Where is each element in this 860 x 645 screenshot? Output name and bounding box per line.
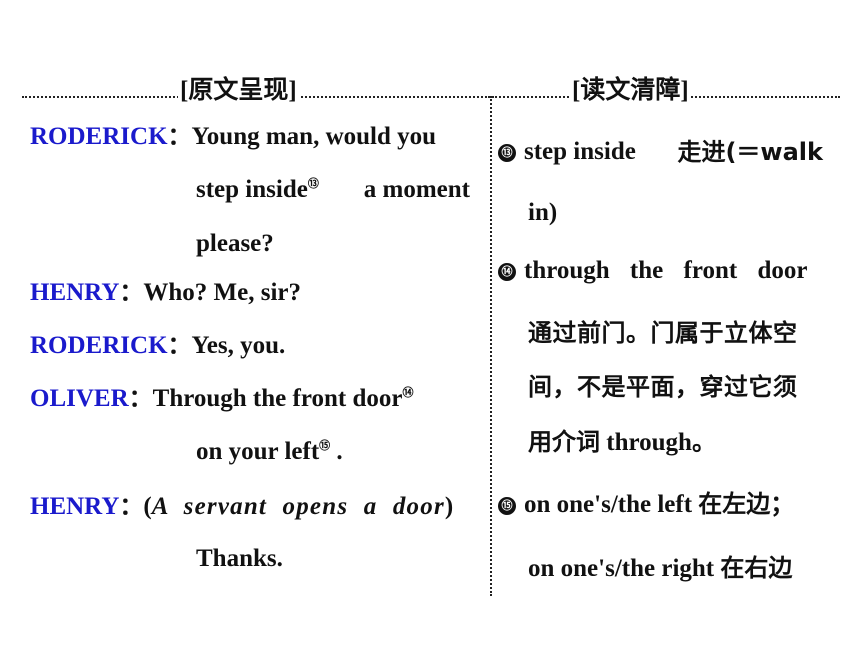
speaker-colon: ： (128, 384, 153, 412)
note-text: through (606, 429, 692, 456)
note-14-continuation: 用介词 through。 (528, 427, 716, 458)
stage-paren: ( (143, 493, 152, 520)
dialogue-line: OLIVER：Through the front door⑭ (30, 383, 413, 414)
note-text: 在左边； (698, 490, 795, 518)
note-ref-13: ⑬ (307, 178, 319, 190)
note-text: 用介词 (528, 428, 600, 456)
dialogue-text: on your left (196, 438, 320, 465)
speaker-name: OLIVER (30, 385, 129, 412)
note-ref-14: ⑭ (402, 387, 414, 399)
dialogue-text: . (330, 438, 343, 465)
speaker-colon: ： (119, 492, 144, 520)
speaker-name: HENRY (30, 493, 120, 520)
header-original: [原文呈现] (178, 76, 299, 106)
speaker-colon: ： (119, 278, 144, 306)
speaker-colon: ： (167, 122, 192, 150)
dialogue-line: RODERICK：Young man, would you (30, 121, 436, 152)
speaker-name: RODERICK (30, 332, 168, 359)
note-ref-15: ⑮ (319, 440, 331, 452)
dialogue-text: step inside (196, 176, 308, 203)
column-divider (490, 96, 492, 596)
note-13-continuation: in) (528, 199, 558, 226)
header-notes: [读文清障] (570, 76, 691, 106)
dialogue-text: Yes, you. (191, 332, 286, 359)
dialogue-text: Young man, would you (191, 123, 437, 150)
dialogue-continuation: Thanks. (196, 545, 283, 572)
dialogue-text: Who? Me, sir? (143, 279, 302, 306)
dialogue-continuation: please? (196, 230, 274, 257)
dialogue-line: HENRY：(A servant opens a door) (30, 491, 470, 522)
dialogue-text: a moment (363, 176, 470, 203)
stage-direction: A servant opens a door (151, 493, 445, 520)
note-text: 在右边 (720, 554, 793, 582)
note-number-icon: ⑮ (498, 497, 516, 515)
note-14-continuation: 间，不是平面，穿过它须 (528, 373, 798, 401)
note-14: ⑭ through the front door (498, 256, 823, 286)
note-text: through the front door (524, 257, 808, 284)
dialogue-line: HENRY：Who? Me, sir? (30, 277, 301, 308)
dialogue-continuation: step inside⑬ a moment (196, 175, 470, 205)
note-15-continuation: on one's/the right 在右边 (528, 553, 792, 584)
note-text: step inside (524, 138, 636, 165)
dialogue-text: Through the front door (152, 385, 403, 412)
note-13: ⑬ step inside 走进(＝walk (498, 137, 823, 167)
note-text: on one's/the left (524, 491, 693, 518)
note-text: 。 (691, 428, 716, 456)
stage-paren: ) (444, 493, 454, 520)
note-text: 走进(＝walk (677, 138, 823, 166)
note-number-icon: ⑭ (498, 263, 516, 281)
speaker-colon: ： (167, 331, 192, 359)
note-14-continuation: 通过前门。门属于立体空 (528, 319, 798, 347)
note-number-icon: ⑬ (498, 144, 516, 162)
speaker-name: RODERICK (30, 123, 168, 150)
speaker-name: HENRY (30, 279, 120, 306)
note-15: ⑮ on one's/the left 在左边； (498, 489, 794, 520)
note-text: on one's/the right (528, 555, 715, 582)
dialogue-line: RODERICK：Yes, you. (30, 330, 285, 361)
dialogue-continuation: on your left⑮ . (196, 437, 343, 467)
